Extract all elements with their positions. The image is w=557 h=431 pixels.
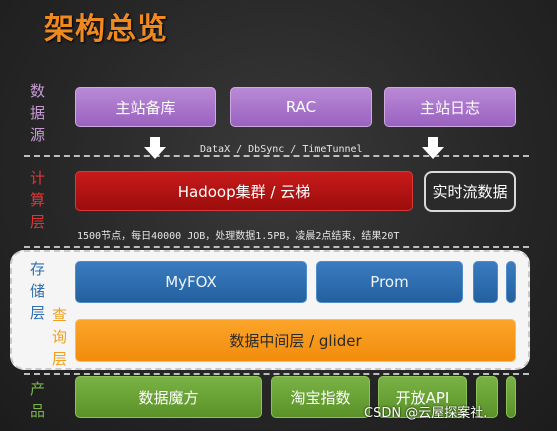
storage-box-extra	[506, 261, 516, 303]
layer-char: 层	[52, 350, 68, 368]
realtime-stream-box: 实时流数据	[424, 171, 516, 212]
layer-char: 层	[30, 304, 46, 322]
sync-tools-label: DataX / DbSync / TimeTunnel	[200, 144, 363, 155]
layer-char: 查	[52, 306, 68, 324]
layer-char: 层	[30, 213, 46, 231]
layer-label-query: 查 询 层	[52, 304, 67, 370]
layer-divider	[24, 155, 529, 157]
layer-char: 储	[30, 282, 46, 300]
down-arrow-icon	[422, 137, 444, 159]
layer-char: 源	[30, 126, 46, 144]
storage-box-prom: Prom	[316, 261, 463, 303]
layer-divider	[24, 246, 529, 248]
storage-box-extra	[473, 261, 498, 303]
watermark: CSDN @云屋探案社.	[364, 406, 488, 421]
product-box-data-cube: 数据魔方	[75, 376, 262, 418]
product-box-extra	[476, 376, 498, 418]
source-box-main-backup: 主站备库	[75, 87, 216, 127]
product-box-taobao-index: 淘宝指数	[271, 376, 370, 418]
layer-char: 品	[30, 402, 46, 420]
layer-char: 数	[30, 82, 46, 100]
compute-stats-text: 1500节点，每日40000 JOB，处理数据1.5PB，凌晨2点结束，结果20…	[77, 231, 400, 242]
layer-divider	[24, 373, 529, 375]
layer-label-datasource: 数 据 源	[30, 80, 45, 146]
page-title: 架构总览	[44, 12, 168, 47]
product-box-extra	[506, 376, 516, 418]
layer-label-compute: 计 算 层	[30, 167, 45, 233]
product-box-open-api: 开放API	[378, 376, 467, 418]
layer-char: 存	[30, 260, 46, 278]
layer-char: 询	[52, 328, 68, 346]
down-arrow-icon	[144, 137, 166, 159]
source-box-main-log: 主站日志	[384, 87, 516, 127]
layer-char: 算	[30, 191, 46, 209]
layer-char: 据	[30, 104, 46, 122]
hadoop-cluster-box: Hadoop集群 / 云梯	[75, 171, 413, 211]
source-box-rac: RAC	[230, 87, 372, 127]
layer-label-product: 产 品	[30, 378, 45, 422]
storage-box-myfox: MyFOX	[75, 261, 307, 303]
layer-char: 产	[30, 380, 46, 398]
data-middle-layer-box: 数据中间层 / glider	[75, 319, 516, 362]
layer-label-storage: 存 储 层	[30, 258, 45, 324]
layer-char: 计	[30, 169, 46, 187]
